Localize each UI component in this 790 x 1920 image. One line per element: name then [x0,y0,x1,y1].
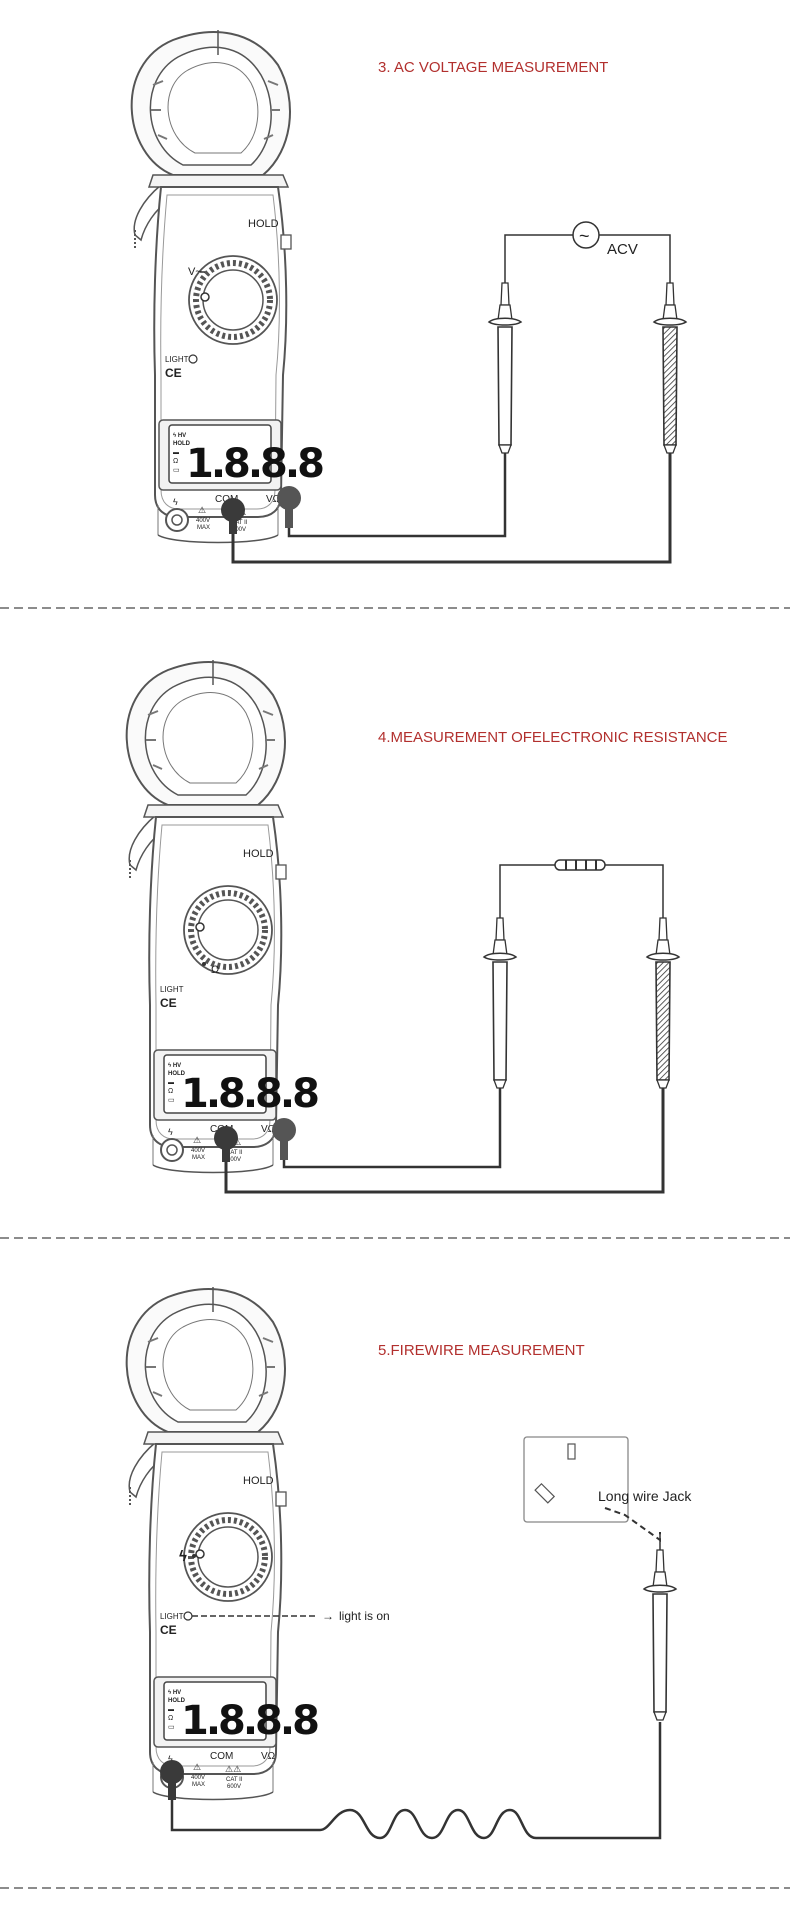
lcd-hold-icon: HOLD [168,1071,186,1077]
wall-outlet-icon [523,1436,629,1523]
probe-red [646,899,680,1089]
dial-symbol-ncv: ϟ [179,1548,187,1565]
source-wire-right [599,234,671,265]
probe-black [488,264,522,454]
lcd-ohm-icon: Ω [168,1715,173,1722]
warning-icon: ⚠ [193,1135,201,1145]
lcd-battery-icon: ▭ [168,1097,175,1104]
resistor-icon [554,859,606,871]
lead-wire-vohm [282,1085,502,1169]
vohm-label: VΩ [261,1124,276,1135]
lead-wire-com [224,1085,665,1194]
source-wire-left [504,234,573,265]
light-arrow-icon: → [322,1609,334,1623]
outlet-label: Long wire Jack [598,1488,692,1504]
section-resistance: 4.MEASUREMENT OFELECTRONIC RESISTANCE HO… [127,660,728,1194]
long-wire [170,1722,662,1840]
max-label: MAX [197,525,210,531]
com-label: COM [210,1751,233,1762]
max-voltage-label: 400V [191,1775,205,1781]
lcd-minus-icon: ▬ [168,1707,174,1713]
bolt-symbol: ϟ [173,497,178,507]
vohm-label: VΩ [261,1751,276,1762]
ce-mark: CE [160,996,177,1010]
cat-voltage-label: 600V [232,527,246,533]
cat-label: CAT II [226,1150,243,1156]
com-label: COM [215,494,238,505]
lcd-minus-icon: ▬ [168,1080,174,1086]
dial-symbol-ohm: Ω [211,964,219,976]
lcd-ohm-icon: Ω [168,1088,173,1095]
sine-symbol: ~ [579,226,590,246]
hold-label: HOLD [248,218,279,230]
jack-connection-line [604,1507,661,1542]
probe-single [643,1531,677,1721]
light-callout-label: light is on [339,1609,390,1623]
lcd-readout: 1.8.8.8 [181,1698,318,1744]
cat-voltage-label: 600V [227,1157,241,1163]
resistor-wire-left [499,864,555,900]
light-indicator [183,1611,193,1621]
section-title-ac-voltage: 3. AC VOLTAGE MEASUREMENT [378,59,608,76]
source-label-acv: ACV [607,241,638,258]
section-title-firewire: 5.FIREWIRE MEASUREMENT [378,1342,585,1359]
resistor-wire-right [605,864,664,900]
warning-icon: ⚠ [193,1762,201,1772]
lcd-hold-icon: HOLD [168,1698,186,1704]
max-label: MAX [192,1782,205,1788]
dial-symbol-vac: V~ [188,266,202,278]
clamp-meter-2: HOLD Ω LIGHT CE ϟ HV HOLD ▬ Ω ▭ 1.8.8.8 … [127,660,321,1173]
max-voltage-label: 400V [191,1148,205,1154]
lead-wire-vohm [287,450,507,538]
lcd-readout: 1.8.8.8 [186,441,323,487]
lcd-battery-icon: ▭ [168,1724,175,1731]
hold-label: HOLD [243,848,274,860]
lcd-hv-icon: ϟ HV [173,433,186,439]
lcd-hv-icon: ϟ HV [168,1690,181,1696]
lead-wire-com [231,452,672,564]
lcd-minus-icon: ▬ [173,450,179,456]
light-label: LIGHT [160,1612,184,1621]
ce-mark: CE [165,366,182,380]
section-firewire: 5.FIREWIRE MEASUREMENT HOLD ϟ LIGHT CE ϟ… [127,1287,692,1840]
hold-label: HOLD [243,1475,274,1487]
lcd-hold-icon: HOLD [173,441,191,447]
bolt-symbol: ϟ [168,1754,173,1764]
cat-label: CAT II [231,520,248,526]
warning-icon: ⚠ [198,505,206,515]
clamp-meter-3: HOLD ϟ LIGHT CE ϟ HV HOLD ▬ Ω ▭ 1.8.8.8 … [127,1287,321,1800]
bolt-symbol: ϟ [168,1127,173,1137]
lcd-hv-icon: ϟ HV [168,1063,181,1069]
light-label: LIGHT [160,985,184,994]
max-voltage-label: 400V [196,518,210,524]
ac-source-icon [572,221,600,249]
double-warning-icon: ⚠⚠ [225,1764,241,1774]
section-title-resistance: 4.MEASUREMENT OFELECTRONIC RESISTANCE [378,729,728,746]
cat-voltage-label: 600V [227,1784,241,1790]
clamp-meter-1: HOLD V~ LIGHT CE ϟ HV HOLD ▬ Ω ▭ 1.8.8.8… [132,30,326,543]
lcd-battery-icon: ▭ [173,467,180,474]
lcd-ohm-icon: Ω [173,458,178,465]
probe-black [483,899,517,1089]
cat-label: CAT II [226,1777,243,1783]
max-label: MAX [192,1155,205,1161]
vohm-label: VΩ [266,494,281,505]
section-ac-voltage: 3. AC VOLTAGE MEASUREMENT HOLD V~ LIGHT … [132,30,687,564]
lcd-readout: 1.8.8.8 [181,1071,318,1117]
light-label: LIGHT [165,355,189,364]
ce-mark: CE [160,1623,177,1637]
probe-red [653,264,687,454]
light-indicator [188,354,198,364]
